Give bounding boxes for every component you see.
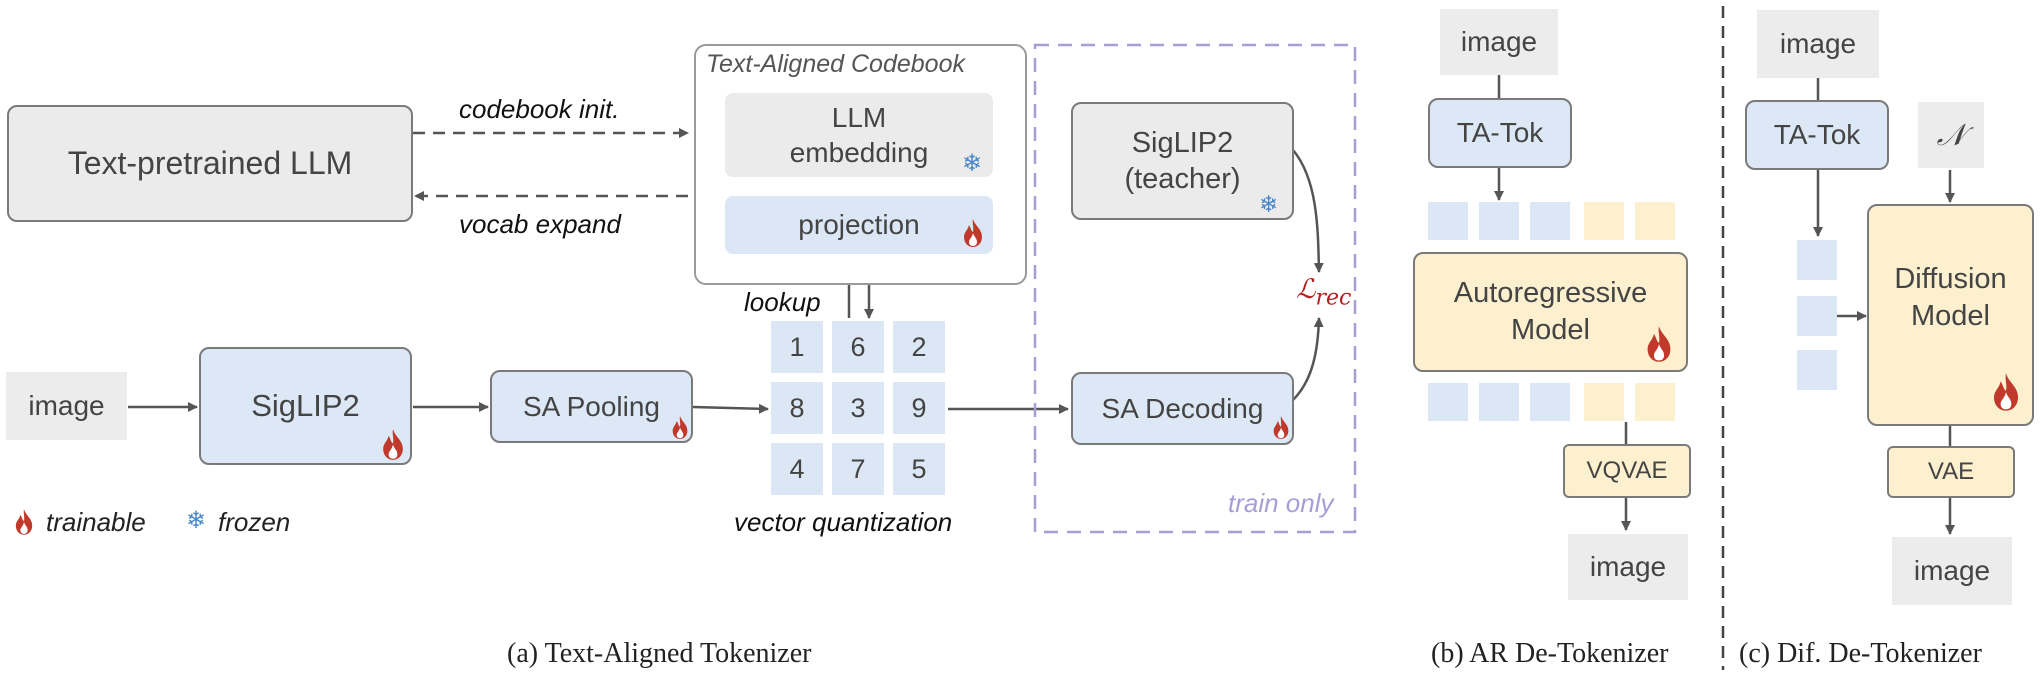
text-token — [1428, 202, 1468, 240]
c-image-bottom-label: image — [1913, 555, 1991, 586]
loss-symbol: ℒ — [1296, 274, 1316, 305]
grid-cell: 5 — [893, 443, 945, 495]
input-image-label: image — [28, 390, 105, 421]
image-token — [1635, 383, 1675, 421]
grid-cell: 2 — [893, 321, 945, 373]
teacher-line2: (teacher) — [1124, 163, 1241, 195]
snowflake-icon: ❄ — [1259, 191, 1279, 217]
arrow-teacher-loss — [1292, 149, 1324, 273]
grid-cell: 4 — [771, 443, 823, 495]
legend-frozen: frozen — [218, 507, 291, 537]
train-only-label: train only — [1228, 488, 1334, 518]
grid-cell: 6 — [832, 321, 884, 373]
c-ta-tok-box: TA-Tok — [1745, 100, 1889, 170]
siglip2-label: SigLIP2 — [251, 388, 360, 423]
text-token — [1797, 296, 1837, 336]
sa-decoding-label: SA Decoding — [1101, 392, 1264, 424]
grid-cell: 1 — [771, 321, 823, 373]
b-ta-tok-box: TA-Tok — [1428, 98, 1572, 168]
image-token — [1584, 202, 1624, 240]
c-ta-tok-label: TA-Tok — [1773, 119, 1861, 150]
llm-embedding-line2: embedding — [789, 137, 929, 168]
vqvae-box: VQVAE — [1563, 444, 1691, 498]
caption-b: (b) AR De-Tokenizer — [1431, 638, 1669, 669]
teacher-line1: SigLIP2 — [1131, 127, 1234, 159]
grid-cell: 8 — [771, 382, 823, 434]
loss-subscript: rec — [1315, 285, 1352, 311]
text-token — [1479, 383, 1519, 421]
llm-label: Text-pretrained LLM — [67, 145, 353, 181]
fire-icon — [15, 509, 33, 535]
b-image-bottom-label: image — [1589, 551, 1667, 582]
fire-icon — [1647, 326, 1671, 362]
caption-c: (c) Dif. De-Tokenizer — [1739, 638, 1982, 669]
legend-trainable: trainable — [46, 507, 146, 537]
lookup-label: lookup — [744, 287, 821, 317]
image-token — [1635, 202, 1675, 240]
arrow-pooling-grid — [692, 403, 769, 414]
b-image-top: image — [1440, 9, 1558, 75]
input-image-box: image — [6, 372, 127, 440]
llm-embedding-line1: LLM — [831, 102, 887, 133]
fire-icon — [964, 219, 982, 247]
text-token — [1797, 240, 1837, 280]
fire-icon — [1994, 373, 2018, 411]
arrow-decoding-loss — [1292, 317, 1324, 401]
vocab-expand-label: vocab expand — [459, 209, 621, 239]
text-token — [1530, 383, 1570, 421]
vector-quantization-label: vector quantization — [734, 507, 953, 537]
diff-line1: Diffusion — [1894, 263, 2007, 295]
fire-icon — [672, 416, 688, 439]
sa-pooling-box: SA Pooling — [490, 370, 693, 443]
text-token — [1479, 202, 1519, 240]
diff-line2: Model — [1911, 300, 1990, 332]
c-image-top-label: image — [1779, 28, 1857, 59]
diffusion-model-box: Diffusion Model — [1867, 204, 2034, 426]
train-only-region — [1033, 43, 1357, 534]
llm-embedding-box: LLM embedding — [725, 93, 993, 177]
projection-label: projection — [798, 209, 920, 240]
codebook-init-label: codebook init. — [459, 94, 620, 124]
siglip2-teacher-box: SigLIP2 (teacher) — [1071, 102, 1294, 220]
sa-decoding-box: SA Decoding — [1071, 372, 1294, 445]
autoregressive-model-box: Autoregressive Model — [1413, 252, 1688, 372]
text-pretrained-llm-box: Text-pretrained LLM — [7, 105, 413, 222]
grid-cell: 7 — [832, 443, 884, 495]
b-image-top-label: image — [1460, 26, 1538, 57]
text-token — [1428, 383, 1468, 421]
ar-line2: Model — [1511, 314, 1590, 346]
grid-cell: 9 — [893, 382, 945, 434]
projection-box: projection — [725, 196, 993, 254]
b-ta-tok-label: TA-Tok — [1456, 117, 1544, 148]
grid-cell: 3 — [832, 382, 884, 434]
vae-label: VAE — [1927, 458, 1975, 485]
c-image-top: image — [1757, 10, 1879, 78]
snowflake-icon: ❄ — [186, 507, 207, 534]
image-token — [1584, 383, 1624, 421]
ar-line1: Autoregressive — [1453, 277, 1648, 309]
caption-a: (a) Text-Aligned Tokenizer — [507, 638, 812, 669]
fire-icon — [383, 429, 403, 460]
siglip2-box: SigLIP2 — [199, 347, 412, 465]
text-token — [1797, 350, 1837, 390]
fire-icon — [1273, 416, 1289, 439]
codebook-title: Text-Aligned Codebook — [706, 50, 965, 78]
noise-box: 𝒩 — [1918, 102, 1984, 168]
snowflake-icon: ❄ — [962, 150, 983, 177]
c-image-bottom: image — [1892, 537, 2012, 605]
noise-label: 𝒩 — [1936, 117, 1966, 153]
text-token — [1530, 202, 1570, 240]
reconstruction-loss: ℒrec — [1296, 274, 1351, 310]
b-image-bottom: image — [1568, 534, 1688, 600]
vae-box: VAE — [1887, 446, 2015, 498]
vqvae-label: VQVAE — [1586, 457, 1668, 484]
sa-pooling-label: SA Pooling — [523, 390, 660, 422]
